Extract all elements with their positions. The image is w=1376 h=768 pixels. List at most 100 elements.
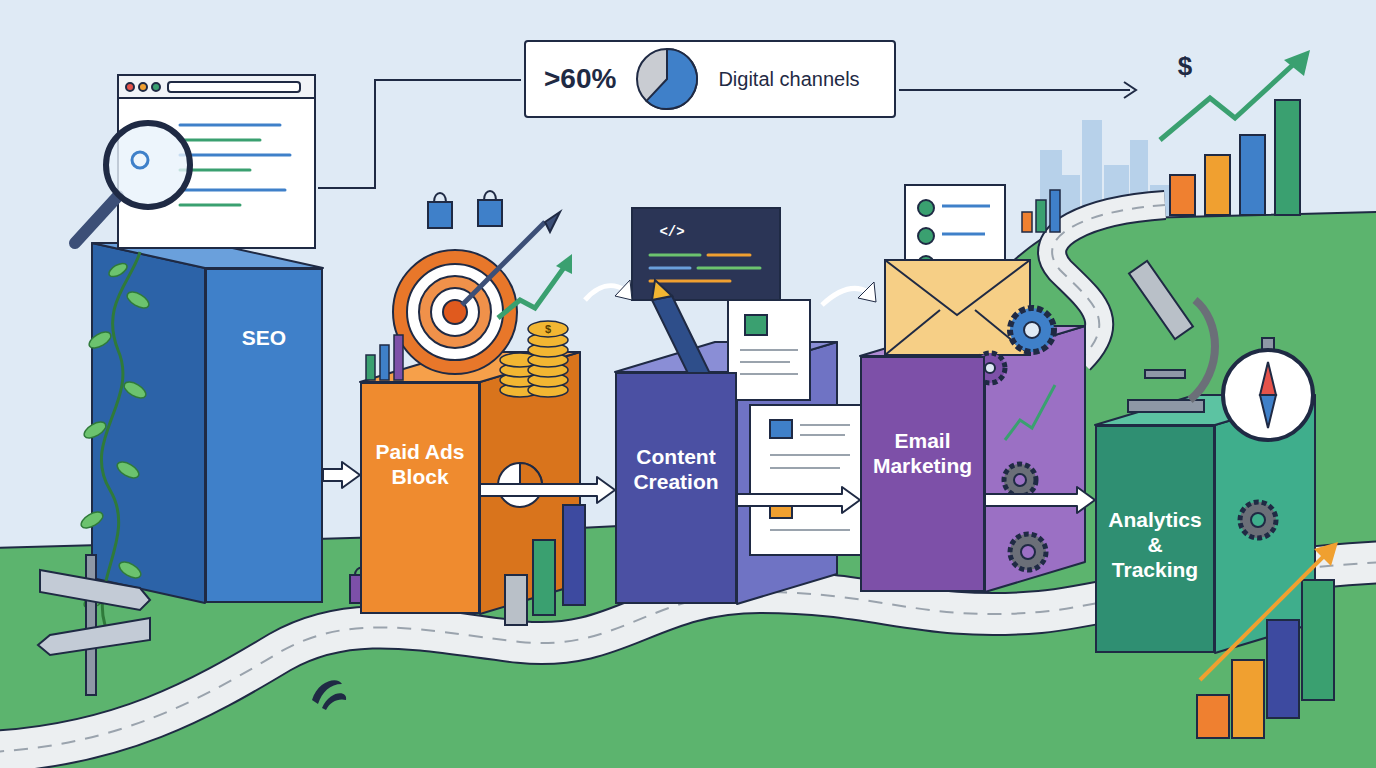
curved-arrowhead [615, 280, 632, 300]
box-label: Email Marketing [862, 428, 983, 478]
growth-arrowhead [556, 254, 572, 274]
cube-face: Content Creation [615, 372, 737, 604]
bottom-right-trend-head [1314, 542, 1338, 566]
vine-part-part [115, 459, 142, 481]
cube-side-faces [92, 243, 1315, 653]
browser-window-part [118, 75, 315, 248]
envelope [885, 185, 1030, 355]
small-bars [1022, 190, 1060, 232]
browser-window-part [118, 75, 315, 98]
bottom-right-chart-part [1197, 695, 1229, 738]
bottom-right-chart-part [1267, 620, 1299, 718]
gear-right [1240, 502, 1276, 538]
browser-window-part [168, 82, 300, 92]
pen-part [652, 280, 672, 300]
signpost-part [38, 618, 150, 655]
small-document-part [740, 350, 798, 374]
browser-window-part-part [180, 189, 285, 192]
coins [500, 321, 568, 397]
microscope [1128, 261, 1215, 412]
gears-part [1014, 474, 1026, 486]
scroll-document [750, 405, 865, 555]
vine-part-part [125, 289, 152, 311]
magnifier-part [132, 152, 148, 168]
compass [1223, 338, 1313, 440]
box-label: Content Creation [617, 444, 735, 494]
box-label: Paid Ads Block [362, 439, 478, 489]
browser-window-part-part [180, 124, 280, 127]
code-document-part [632, 208, 780, 300]
coin-symbol: $ [545, 323, 551, 335]
cube-face: SEO [205, 268, 323, 603]
gear-right-part [1240, 502, 1276, 538]
browser-window-part-part [180, 139, 260, 142]
scroll-document-part [770, 420, 792, 438]
cube-face: Paid Ads Block [360, 382, 480, 614]
leader-arrowhead [1124, 82, 1136, 98]
flow-arrow-shape [480, 477, 615, 503]
shopping-bags-top-part [484, 191, 496, 200]
browser-window-part [126, 83, 134, 91]
browser-window [118, 75, 315, 248]
mini-bars-part [366, 355, 375, 380]
cube-face: Analytics & Tracking [1095, 425, 1215, 653]
microscope-part [1129, 261, 1193, 339]
signpost-part [40, 570, 150, 610]
browser-window-part [152, 83, 160, 91]
leader-arrow [899, 89, 1130, 91]
code-document-part-part [708, 254, 750, 257]
mini-bars [366, 335, 403, 380]
gears-part [985, 363, 995, 373]
signpost [38, 555, 150, 695]
shopping-bags-top-part [478, 200, 502, 226]
flow-arrow-shape [323, 462, 360, 488]
gears [975, 308, 1054, 570]
coins-part [528, 321, 568, 337]
small-bars-part [1036, 200, 1046, 232]
shopping-bags-top-part [428, 202, 452, 228]
pie-base [637, 49, 697, 109]
magnifier-part [75, 196, 118, 243]
code-document-part-part [698, 267, 760, 270]
bars-mid [505, 505, 585, 625]
box-label: SEO [236, 325, 292, 350]
bars-mid-part [533, 540, 555, 615]
top-right-chart-part [1205, 155, 1230, 215]
envelope-part-part [942, 205, 990, 208]
small-document-part [728, 300, 810, 400]
small-document-part-part [740, 349, 798, 351]
vine-part-part [79, 509, 106, 531]
pie-chart [632, 44, 702, 114]
code-document [632, 208, 780, 300]
bottom-right-chart [1197, 580, 1334, 738]
flow-arrow [985, 487, 1095, 513]
code-document-part [650, 255, 760, 281]
envelope-part [885, 310, 940, 355]
signpost-part [86, 555, 96, 695]
small-bars-part [1022, 212, 1032, 232]
scroll-document-part [750, 405, 865, 555]
mini-bars-part [380, 345, 389, 380]
code-document-part-part [650, 280, 730, 283]
magnifier-part [106, 123, 190, 207]
microscope-part [1145, 370, 1185, 378]
small-document-part [745, 315, 767, 335]
vine-part-part [82, 419, 109, 441]
gears-part [1024, 322, 1040, 338]
logo-part [322, 693, 346, 710]
code-symbol: </> [659, 224, 684, 240]
small-document-part-part [740, 373, 798, 375]
stat-value: >60% [544, 63, 616, 95]
curved-arrowhead [858, 282, 876, 302]
code-document-part-part [650, 267, 690, 270]
cube-face: Email Marketing [860, 356, 985, 592]
growth-arrow [498, 262, 568, 318]
compass-part [1260, 362, 1276, 395]
gear-right-part [1251, 513, 1265, 527]
target-part [545, 212, 560, 232]
flow-arrow [737, 487, 860, 513]
browser-window-part-part [180, 154, 290, 157]
gears-part [1010, 534, 1046, 570]
bottom-right-chart-part [1232, 660, 1264, 738]
